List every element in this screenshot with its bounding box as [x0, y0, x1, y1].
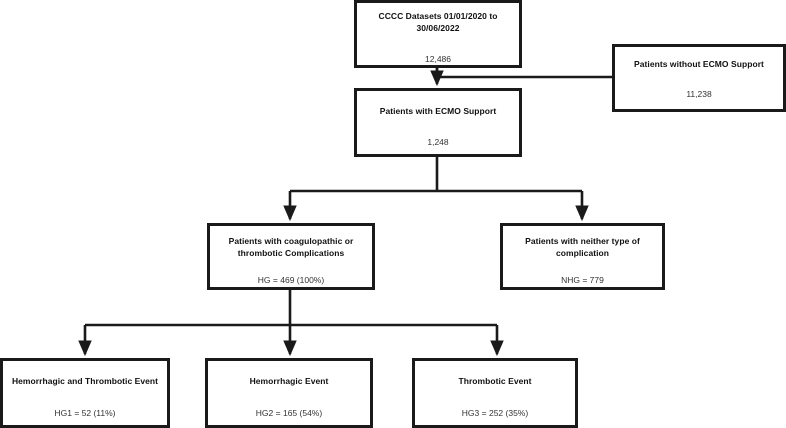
node-patients-without-ecmo-value: 11,238: [686, 89, 712, 100]
node-hemorrhagic-event-title: Hemorrhagic Event: [249, 376, 329, 386]
node-patients-without-ecmo: Patients without ECMO Support 11,238: [612, 44, 786, 112]
node-source-dataset: CCCC Datasets 01/01/2020 to 30/06/2022 1…: [354, 0, 522, 68]
node-hemorrhagic-event-value: HG2 = 165 (54%): [255, 408, 323, 419]
node-thrombotic-event: Thrombotic Event HG3 = 252 (35%): [412, 358, 578, 428]
node-thrombotic-event-title: Thrombotic Event: [458, 376, 532, 386]
node-with-complications-title: Patients with coagulopathic or thromboti…: [228, 236, 354, 259]
node-patients-with-ecmo: Patients with ECMO Support 1,248: [354, 88, 522, 157]
node-with-complications: Patients with coagulopathic or thromboti…: [207, 223, 375, 290]
node-source-dataset-value: 12,486: [425, 53, 451, 64]
node-with-complications-value: HG = 469 (100%): [257, 274, 325, 285]
node-patients-without-ecmo-title: Patients without ECMO Support: [634, 59, 764, 69]
node-no-complications-value: NHG = 779: [561, 274, 604, 285]
node-thrombotic-event-value: HG3 = 252 (35%): [461, 408, 529, 419]
node-hemorrhagic-and-thrombotic-event: Hemorrhagic and Thrombotic Event HG1 = 5…: [0, 358, 170, 428]
node-no-complications: Patients with neither type of complicati…: [500, 223, 665, 290]
node-patients-with-ecmo-title: Patients with ECMO Support: [379, 106, 497, 116]
node-source-dataset-title: CCCC Datasets 01/01/2020 to 30/06/2022: [378, 11, 498, 34]
node-hemorrhagic-and-thrombotic-event-value: HG1 = 52 (11%): [54, 408, 116, 419]
node-hemorrhagic-and-thrombotic-event-title: Hemorrhagic and Thrombotic Event: [11, 376, 159, 386]
node-patients-with-ecmo-value: 1,248: [427, 137, 449, 148]
node-hemorrhagic-event: Hemorrhagic Event HG2 = 165 (54%): [205, 358, 373, 428]
node-no-complications-title: Patients with neither type of complicati…: [525, 236, 640, 259]
